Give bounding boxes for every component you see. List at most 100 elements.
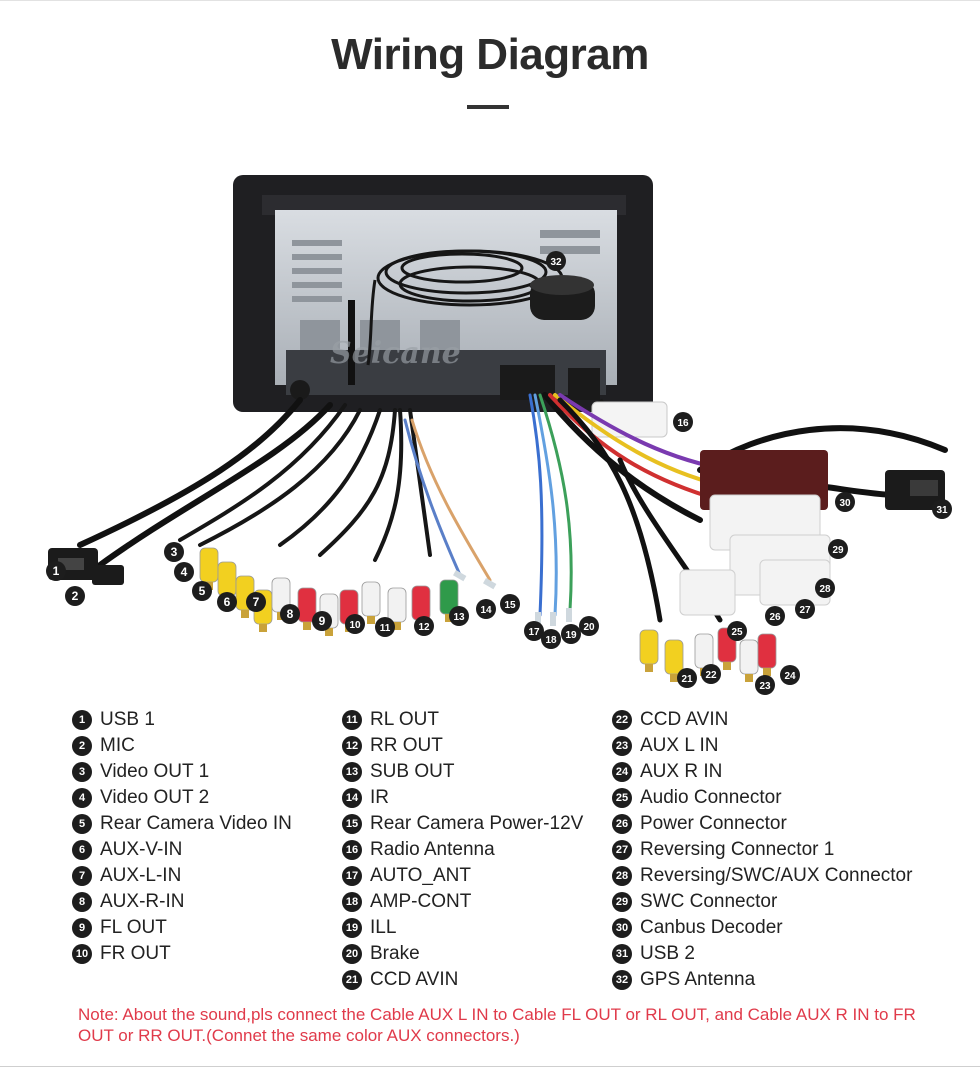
marker-number: 9 [319, 614, 326, 628]
legend-label: CCD AVIN [370, 969, 459, 990]
legend-badge: 5 [72, 814, 92, 834]
legend-label: Video OUT 1 [100, 761, 210, 782]
legend-badge: 2 [72, 736, 92, 756]
legend-label: FL OUT [100, 917, 167, 938]
diagram-marker: 29 [828, 539, 848, 559]
legend-label: AUX-L-IN [100, 865, 182, 886]
marker-number: 10 [349, 620, 361, 631]
diagram-marker: 25 [727, 621, 747, 641]
rca-plug-tip [259, 624, 267, 632]
diagram-marker: 8 [280, 604, 300, 624]
legend-badge: 24 [612, 762, 632, 782]
legend-label: AUX R IN [640, 761, 723, 782]
marker-number: 7 [253, 595, 260, 609]
marker-circle [795, 599, 815, 619]
marker-number: 3 [171, 545, 178, 559]
rca-plug-tip [325, 628, 333, 636]
rca-plug-tip [241, 610, 249, 618]
legend-badge: 4 [72, 788, 92, 808]
marker-circle [727, 621, 747, 641]
legend-badge: 21 [342, 970, 362, 990]
marker-circle [375, 617, 395, 637]
diagram-marker: 2 [65, 586, 85, 606]
legend-label: AUX L IN [640, 735, 719, 756]
diagram-marker: 30 [835, 492, 855, 512]
legend-badge: 19 [342, 918, 362, 938]
diagram-marker: 19 [561, 624, 581, 644]
marker-circle [677, 668, 697, 688]
legend-label: Power Connector [640, 813, 787, 834]
marker-circle [345, 614, 365, 634]
legend-badge: 26 [612, 814, 632, 834]
wiring-diagram-illustration: Seicane [46, 175, 952, 695]
legend-label: USB 1 [100, 709, 155, 730]
rca-plug-tip [670, 674, 678, 682]
legend-badge: 30 [612, 918, 632, 938]
marker-number: 14 [480, 605, 492, 616]
marker-number: 16 [677, 418, 689, 429]
legend-label: USB 2 [640, 943, 695, 964]
diagram-marker: 7 [246, 592, 266, 612]
marker-number: 13 [453, 612, 465, 623]
rca-plug-tip [745, 674, 753, 682]
marker-circle [217, 592, 237, 612]
marker-circle [280, 604, 300, 624]
marker-number: 21 [681, 674, 693, 685]
legend-badge: 23 [612, 736, 632, 756]
rca-plug-tip [763, 668, 771, 676]
diagram-marker: 15 [500, 594, 520, 614]
marker-number: 30 [839, 498, 851, 509]
legend-badge: 22 [612, 710, 632, 730]
marker-circle [312, 611, 332, 631]
marker-number: 1 [53, 564, 60, 578]
marker-circle [579, 616, 599, 636]
marker-circle [932, 499, 952, 519]
marker-number: 18 [545, 635, 557, 646]
diagram-marker: 26 [765, 606, 785, 626]
diagram-marker: 21 [677, 668, 697, 688]
marker-number: 32 [550, 257, 562, 268]
diagram-marker: 5 [192, 581, 212, 601]
legend-badge: 14 [342, 788, 362, 808]
legend-badge: 16 [342, 840, 362, 860]
legend-label: AUTO_ANT [370, 865, 472, 886]
legend-label: Canbus Decoder [640, 917, 783, 938]
marker-circle [246, 592, 266, 612]
mic-plug [92, 565, 124, 585]
marker-circle [828, 539, 848, 559]
rca-plug [199, 547, 219, 583]
marker-number: 27 [799, 605, 811, 616]
marker-number: 6 [224, 595, 231, 609]
watermark-text: Seicane [330, 336, 461, 371]
legend-label: Rear Camera Video IN [100, 813, 292, 834]
legend-badge: 8 [72, 892, 92, 912]
marker-number: 20 [583, 622, 595, 633]
rca-plug [739, 639, 759, 675]
legend-label: CCD AVIN [640, 709, 729, 730]
rca-plug-tip [393, 622, 401, 630]
marker-number: 12 [418, 622, 430, 633]
diagram-marker: 23 [755, 675, 775, 695]
rca-plug [387, 587, 407, 623]
legend-label: Brake [370, 943, 420, 964]
legend-badge: 12 [342, 736, 362, 756]
diagram-marker: 14 [476, 599, 496, 619]
diagram-marker: 20 [579, 616, 599, 636]
marker-circle [815, 578, 835, 598]
marker-number: 29 [832, 545, 844, 556]
legend-badge: 28 [612, 866, 632, 886]
marker-circle [476, 599, 496, 619]
marker-number: 31 [936, 505, 948, 516]
legend-label: Radio Antenna [370, 839, 495, 860]
gps-antenna [366, 249, 595, 366]
diagram-marker: 24 [780, 665, 800, 685]
diagram-marker: 12 [414, 616, 434, 636]
harness-connectors [679, 494, 831, 616]
marker-number: 26 [769, 612, 781, 623]
rca-plug [217, 561, 237, 597]
diagram-marker: 3 [164, 542, 184, 562]
legend-badge: 1 [72, 710, 92, 730]
rca-plug [361, 581, 381, 617]
legend-badge: 27 [612, 840, 632, 860]
